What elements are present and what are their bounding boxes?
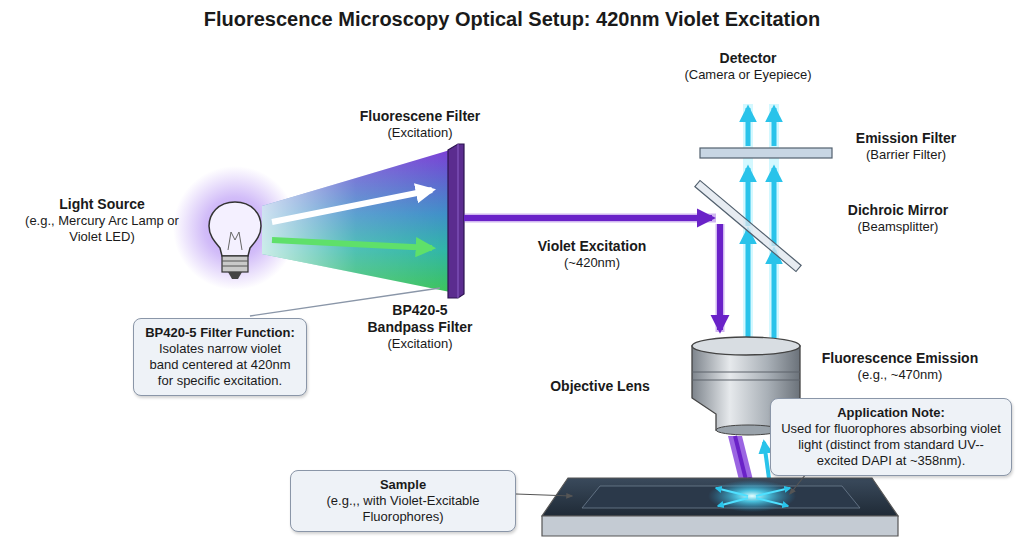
- part-name: Light Source: [59, 196, 145, 213]
- part-name: Dichroic Mirror: [848, 202, 948, 219]
- box-body: (e.g.,, with Violet-Excitable Fluorophor…: [300, 493, 506, 525]
- part-note: (~420nm): [564, 255, 620, 271]
- part-name: Fluorescence Emission: [822, 350, 978, 367]
- label-group: Fluorescene Filter(Excitation): [330, 108, 510, 141]
- light-cone: [262, 150, 450, 292]
- dichroic-mirror: [695, 181, 801, 272]
- sample-slide: [542, 478, 898, 536]
- note-box: Application Note:Used for fluorophores a…: [770, 398, 1012, 476]
- part-name: Emission Filter: [856, 130, 956, 147]
- excitation-beam: [464, 215, 712, 221]
- box-heading: Application Note:: [780, 405, 1002, 421]
- part-note: (e.g., ~470nm): [858, 367, 943, 383]
- part-note: (e.g., Mercury Arc Lamp or Violet LED): [12, 213, 192, 245]
- part-name: Detector: [720, 50, 777, 67]
- part-name: Violet Excitation: [538, 238, 647, 255]
- leader-line: [516, 494, 572, 496]
- label-group: BP420-5 Bandpass Filter(Excitation): [359, 302, 481, 352]
- excitation-filter: [448, 144, 464, 298]
- label-group: Violet Excitation(~420nm): [507, 238, 677, 271]
- sample-box: Sample(e.g.,, with Violet-Excitable Fluo…: [290, 470, 516, 532]
- part-note: (Excitation): [387, 336, 452, 352]
- label-group: Light Source(e.g., Mercury Arc Lamp or V…: [12, 196, 192, 245]
- box-body: Used for fluorophores absorbing violet l…: [780, 421, 1002, 469]
- box-heading: Sample: [300, 477, 506, 493]
- light-bulb: [209, 202, 261, 279]
- label-group: Dichroic Mirror(Beamsplitter): [823, 202, 973, 235]
- part-name: BP420-5 Bandpass Filter: [359, 302, 481, 336]
- part-note: (Camera or Eyepiece): [684, 67, 811, 83]
- part-note: (Beamsplitter): [858, 219, 939, 235]
- part-name: Fluorescene Filter: [360, 108, 481, 125]
- part-note: (Excitation): [387, 125, 452, 141]
- label-group: Fluorescence Emission(e.g., ~470nm): [805, 350, 995, 383]
- label-group: Objective Lens: [525, 378, 675, 395]
- box-heading: BP420-5 Filter Function:: [143, 325, 297, 341]
- emission-filter: [700, 148, 832, 158]
- callout-box: BP420-5 Filter Function:Isolates narrow …: [133, 318, 307, 396]
- leader-line: [790, 474, 806, 494]
- part-note: (Barrier Filter): [866, 147, 946, 163]
- diagram-title: Fluorescence Microscopy Optical Setup: 4…: [0, 8, 1024, 31]
- part-name: Objective Lens: [550, 378, 650, 395]
- label-group: Emission Filter(Barrier Filter): [836, 130, 976, 163]
- box-body: Isolates narrow violet band centered at …: [143, 341, 297, 389]
- emission-beams: [748, 104, 774, 338]
- label-group: Detector(Camera or Eyepiece): [648, 50, 848, 83]
